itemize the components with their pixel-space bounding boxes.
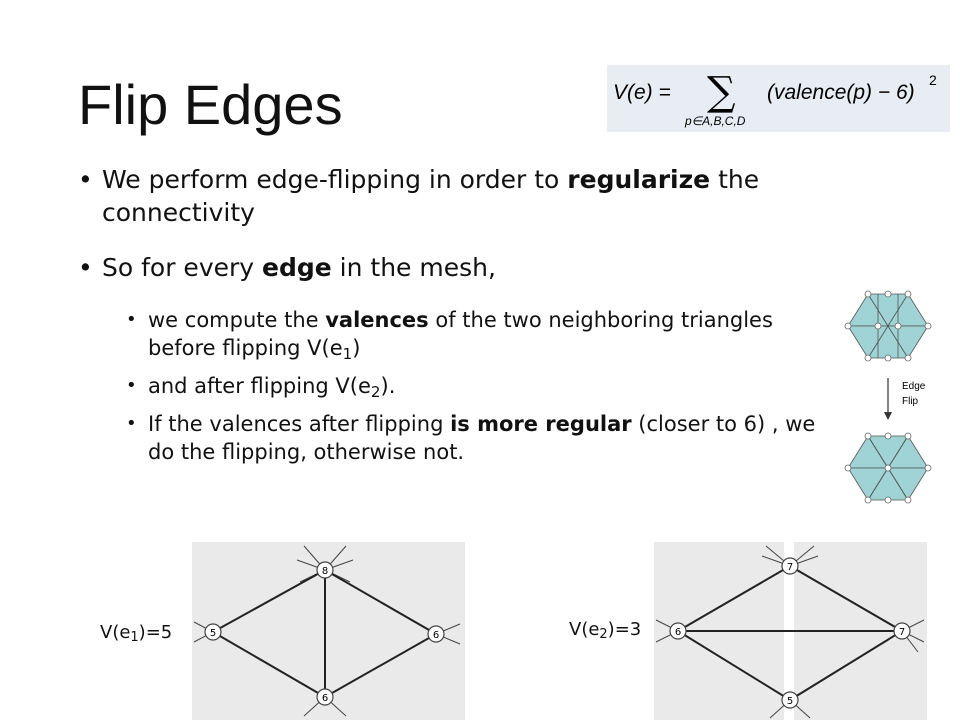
d2-vertex-left: 6 — [675, 627, 681, 638]
diagram2-vertices — [669, 557, 911, 709]
d1-vertex-left: 5 — [210, 628, 216, 639]
diagram1-label: V(e1)=5 — [100, 622, 173, 646]
formula-rhs: (valence(p) − 6) — [767, 81, 915, 104]
formula-exponent: 2 — [929, 72, 937, 88]
d1-vertex-bottom: 6 — [322, 693, 328, 704]
edge-flip-mesh-figure: Edge Flip — [836, 286, 948, 508]
arrow-head-icon — [884, 412, 892, 420]
bullet-list: We perform edge-flipping in order to reg… — [78, 163, 838, 476]
mesh-after-vertices — [844, 432, 932, 504]
slide-title: Flip Edges — [78, 73, 343, 136]
mesh-after — [847, 435, 929, 501]
bold-valences: valences — [325, 308, 429, 332]
formula-subscript: p∈A,B,C,D — [684, 114, 746, 128]
valence-formula: V(e) = ∑ p∈A,B,C,D (valence(p) − 6) 2 — [607, 65, 950, 132]
diagram2-label: V(e2)=3 — [569, 619, 642, 643]
bullet-regularize: We perform edge-flipping in order to reg… — [78, 163, 838, 229]
arrow-label-edge: Edge — [902, 381, 926, 392]
arrow-label-flip: Flip — [902, 396, 919, 407]
bullet-every-edge: So for every edge in the mesh, — [78, 251, 838, 284]
formula-lhs: V(e) = — [613, 81, 671, 104]
diagram-after-flip: 7 6 7 5 — [654, 542, 927, 720]
diagram2-edges — [677, 565, 903, 701]
bold-regularize: regularize — [567, 165, 711, 194]
bold-more-regular: is more regular — [450, 412, 632, 436]
subbullet-more-regular: If the valences after flipping is more r… — [78, 410, 838, 466]
subbullet-compute-valences: we compute the valences of the two neigh… — [78, 306, 838, 362]
d1-vertex-top: 8 — [322, 566, 328, 577]
mesh-before — [847, 293, 929, 359]
formula-svg: V(e) = ∑ p∈A,B,C,D (valence(p) − 6) 2 — [613, 69, 937, 128]
subbullet-after-flipping: and after flipping V(e2). — [78, 372, 838, 400]
formula-sigma: ∑ — [707, 69, 736, 115]
d1-vertex-right: 6 — [433, 630, 439, 641]
mesh-before-vertices — [844, 290, 932, 362]
d2-vertex-right: 7 — [899, 627, 905, 638]
bold-edge: edge — [262, 253, 332, 282]
diagram-before-flip: 8 5 6 6 — [192, 542, 465, 720]
diagram1-vertices — [204, 561, 445, 706]
diagram1-edges — [212, 569, 437, 698]
d2-vertex-bottom: 5 — [787, 696, 793, 707]
d2-vertex-top: 7 — [787, 562, 793, 573]
